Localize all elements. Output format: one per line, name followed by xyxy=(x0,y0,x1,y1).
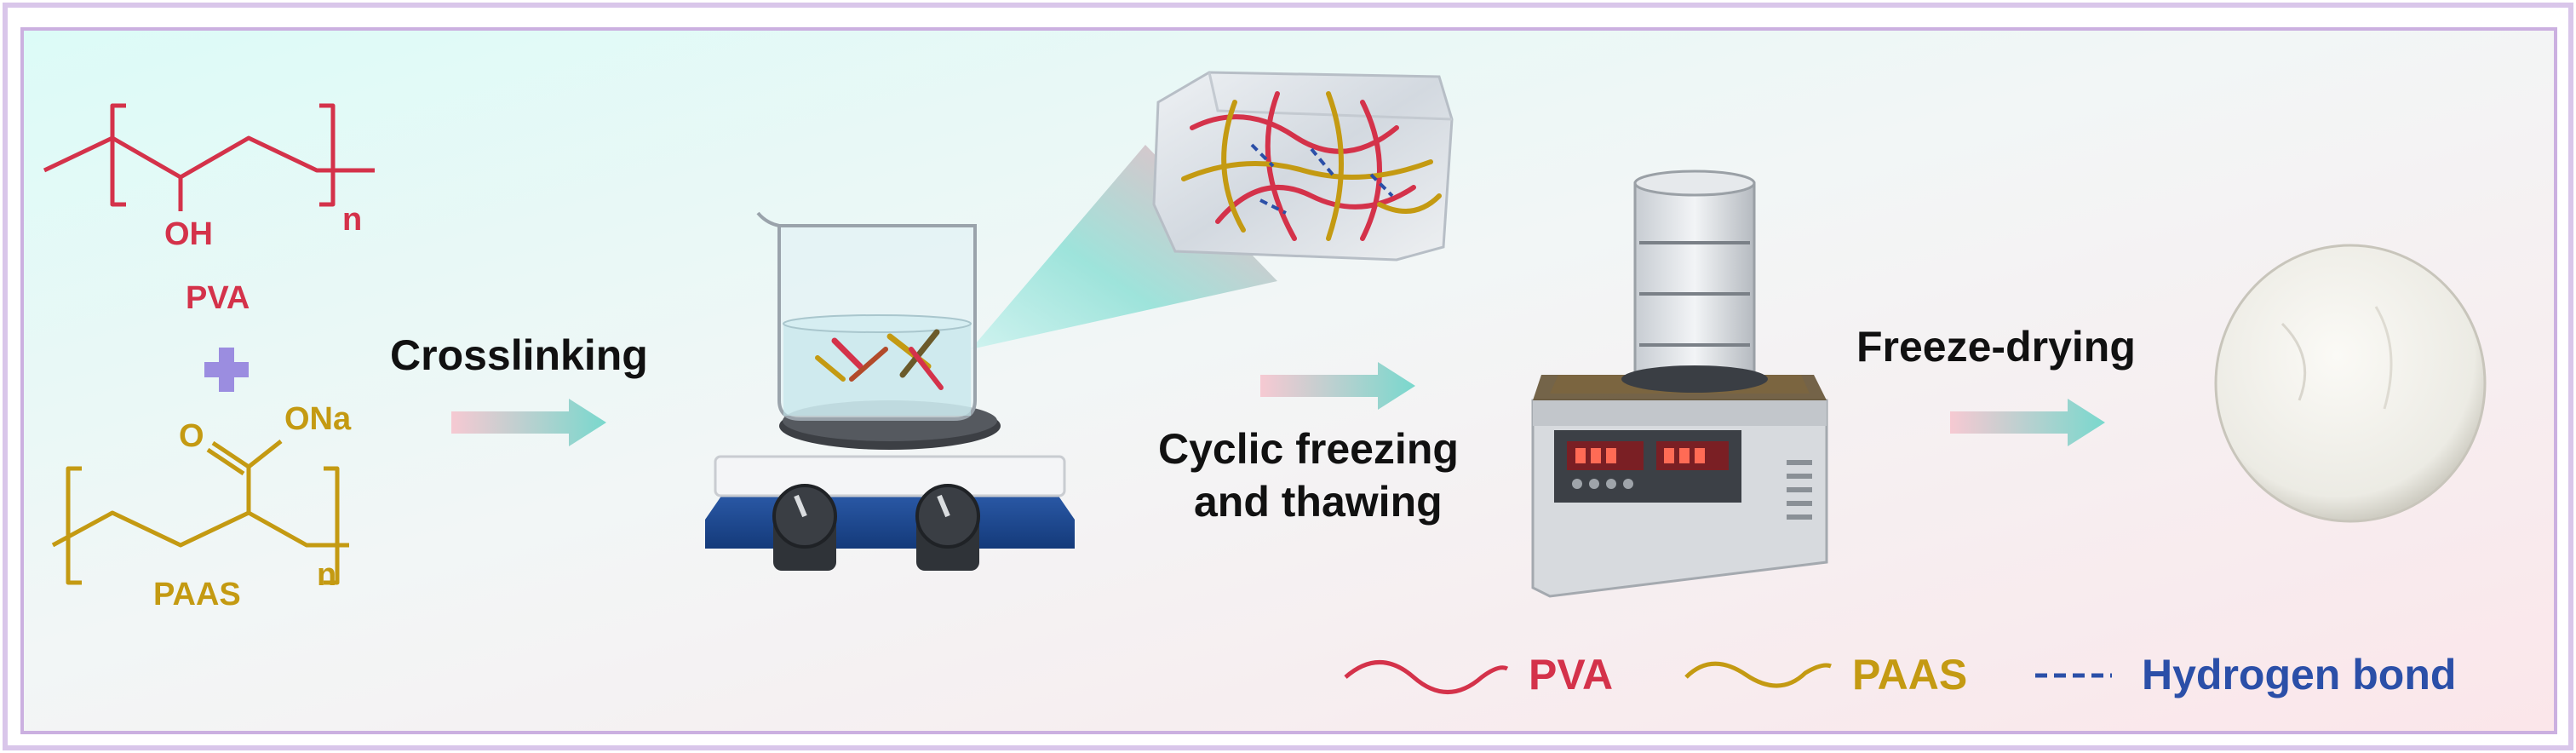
arrow-freeze-drying xyxy=(1950,399,2105,446)
paas-salt-label: ONa xyxy=(284,401,352,437)
hydrogel-network-icon xyxy=(1152,71,1454,262)
pva-hydroxyl-label: OH xyxy=(164,216,213,252)
legend-hydrogen-label: Hydrogen bond xyxy=(2142,651,2457,698)
paas-carbonyl-o: O xyxy=(179,418,204,454)
step-freeze-drying: Freeze-drying xyxy=(1856,323,2136,371)
beaker-on-stirrer-icon xyxy=(705,211,1075,571)
pva-name-label: PVA xyxy=(186,280,250,316)
aerogel-disc-icon xyxy=(2214,244,2487,523)
paas-name-label: PAAS xyxy=(153,577,241,612)
paas-structure xyxy=(51,440,349,585)
pva-repeat-n: n xyxy=(342,202,363,238)
arrow-crosslinking xyxy=(451,399,606,446)
step-crosslinking: Crosslinking xyxy=(390,331,648,379)
legend-paas-label: PAAS xyxy=(1852,651,1968,698)
legend-pva-label: PVA xyxy=(1529,651,1614,698)
legend-paas-wave xyxy=(1684,661,1832,688)
arrow-freezing xyxy=(1260,362,1415,410)
paas-repeat-n: n xyxy=(317,557,337,593)
step-cyclic-line1: Cyclic freezing xyxy=(1158,425,1459,473)
legend-pva-wave xyxy=(1344,660,1509,694)
pva-structure xyxy=(43,103,375,211)
step-cyclic-line2: and thawing xyxy=(1194,478,1443,526)
plus-icon xyxy=(204,348,249,392)
zoom-cone xyxy=(971,145,1277,349)
freeze-dryer-icon xyxy=(1531,170,1828,598)
